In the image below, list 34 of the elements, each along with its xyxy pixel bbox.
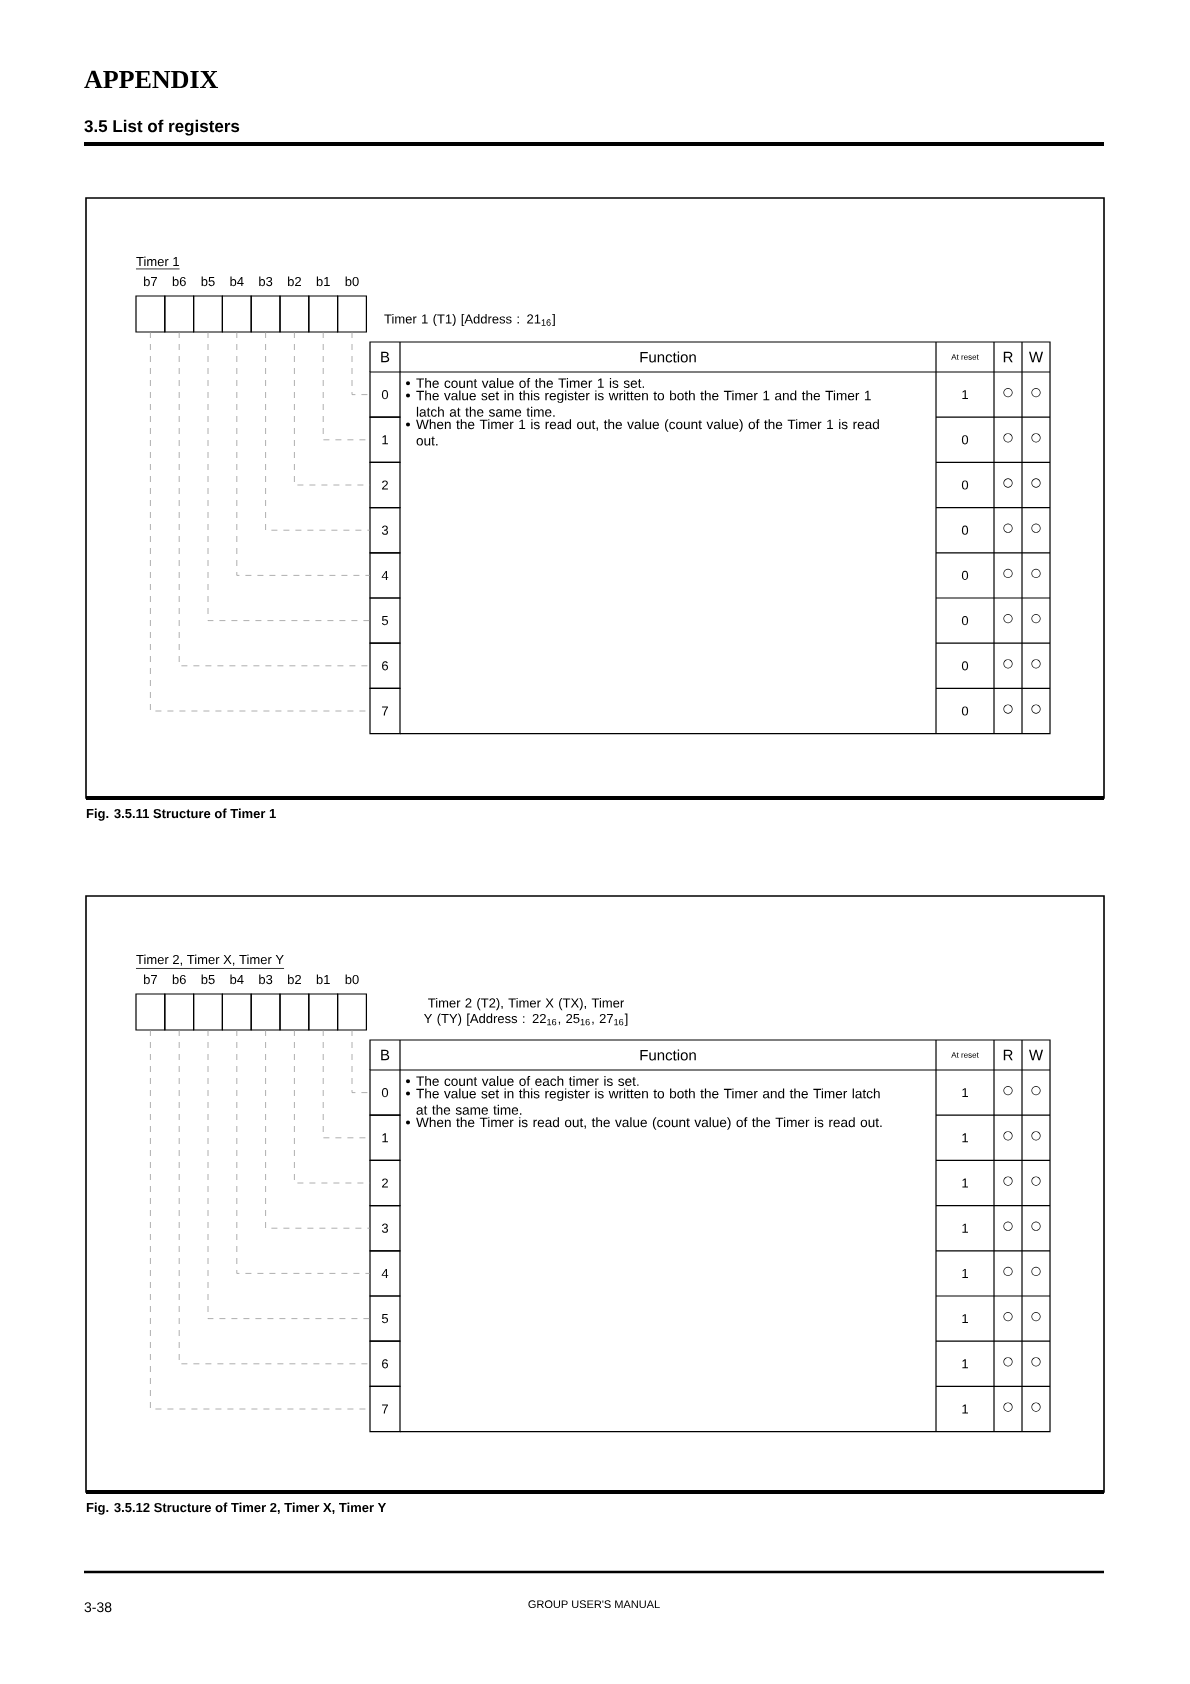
leader-line [150, 1029, 371, 1410]
bit-box [337, 295, 367, 333]
bit-box [221, 295, 252, 333]
leader-line [294, 331, 371, 486]
bit-box [250, 295, 281, 333]
leader-line [178, 1029, 371, 1365]
leader-line [294, 1029, 371, 1184]
bit-box [308, 993, 339, 1031]
bit-box [279, 295, 310, 333]
leader-line [322, 1029, 371, 1139]
bit-box [337, 993, 367, 1031]
leader-line [178, 331, 371, 667]
bit-box [250, 993, 281, 1031]
leader-line [322, 331, 371, 441]
bit-box [193, 295, 223, 333]
bit-box [193, 993, 223, 1031]
leader-line [207, 331, 371, 621]
bit-box [308, 295, 339, 333]
bit-box [164, 993, 195, 1031]
leader-line [207, 1029, 371, 1319]
leader-line [236, 1029, 371, 1274]
section-heading: 3.5 List of registers [84, 119, 240, 136]
page-heading: APPENDIX [84, 70, 218, 89]
leader-line [351, 331, 371, 395]
bit-box [279, 993, 310, 1031]
leader-line [236, 331, 371, 576]
leader-line [150, 331, 371, 712]
leader-line [265, 1029, 371, 1229]
bit-box [135, 295, 166, 333]
bit-box [135, 993, 166, 1031]
bit-box [221, 993, 252, 1031]
bit-box [164, 295, 195, 333]
leader-line [265, 331, 371, 531]
leader-line [351, 1029, 371, 1093]
